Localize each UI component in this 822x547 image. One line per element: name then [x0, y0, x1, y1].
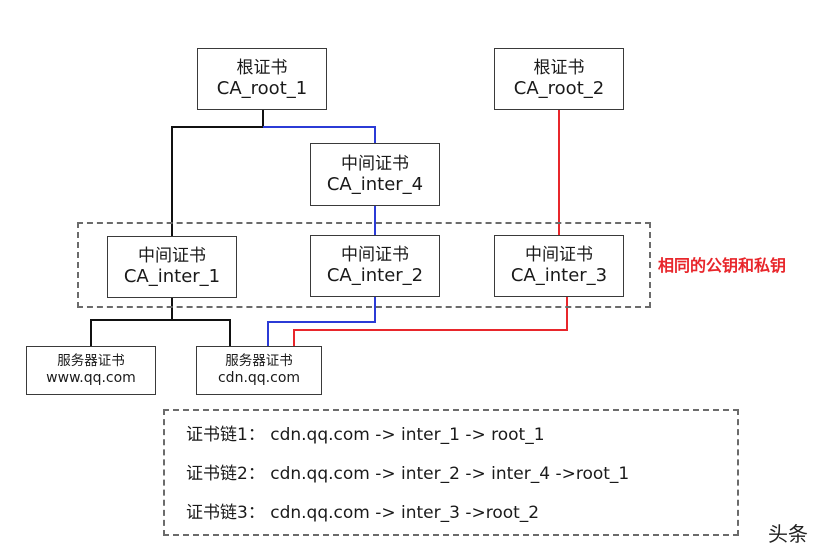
node-label: CA_root_1: [216, 78, 308, 100]
node-ca-inter-1: 中间证书 CA_inter_1: [107, 236, 237, 298]
edge-inter1-servers: [90, 298, 231, 346]
chains-legend: [163, 409, 739, 536]
node-title: 服务器证书: [57, 353, 125, 370]
edge-root1-inter1: [171, 110, 264, 236]
node-label: CA_inter_1: [123, 266, 221, 288]
same-key-group: [77, 222, 651, 308]
same-key-note: 相同的公钥和私钥: [658, 256, 787, 275]
edge-root1-inter4: [263, 126, 376, 143]
node-title: 中间证书: [341, 245, 409, 266]
node-ca-root-1: 根证书 CA_root_1: [197, 48, 327, 110]
edge-inter3-cdn: [293, 297, 568, 346]
chain-3-text: 证书链3： cdn.qq.com -> inter_3 ->root_2: [186, 503, 540, 523]
node-ca-inter-3: 中间证书 CA_inter_3: [494, 235, 624, 297]
node-server-www: 服务器证书 www.qq.com: [26, 346, 156, 395]
chain-2-text: 证书链2： cdn.qq.com -> inter_2 -> inter_4 -…: [186, 464, 630, 484]
node-label: CA_inter_3: [510, 265, 608, 287]
chain-1-text: 证书链1： cdn.qq.com -> inter_1 -> root_1: [186, 425, 545, 445]
edge-inter2-cdn: [267, 297, 376, 346]
node-label: www.qq.com: [46, 370, 136, 387]
node-label: CA_inter_4: [326, 173, 424, 195]
node-label: cdn.qq.com: [217, 370, 301, 387]
node-server-cdn: 服务器证书 cdn.qq.com: [196, 346, 322, 395]
node-title: 中间证书: [525, 245, 593, 266]
node-title: 中间证书: [138, 246, 206, 267]
node-title: 服务器证书: [225, 353, 293, 370]
node-title: 中间证书: [341, 153, 409, 174]
node-ca-inter-4: 中间证书 CA_inter_4: [310, 143, 440, 206]
node-ca-root-2: 根证书 CA_root_2: [494, 48, 624, 110]
node-title: 根证书: [236, 58, 288, 79]
node-title: 根证书: [533, 58, 585, 79]
node-label: CA_root_2: [513, 78, 605, 100]
node-label: CA_inter_2: [326, 265, 424, 287]
watermark: 头条: [768, 522, 808, 546]
node-ca-inter-2: 中间证书 CA_inter_2: [310, 235, 440, 297]
